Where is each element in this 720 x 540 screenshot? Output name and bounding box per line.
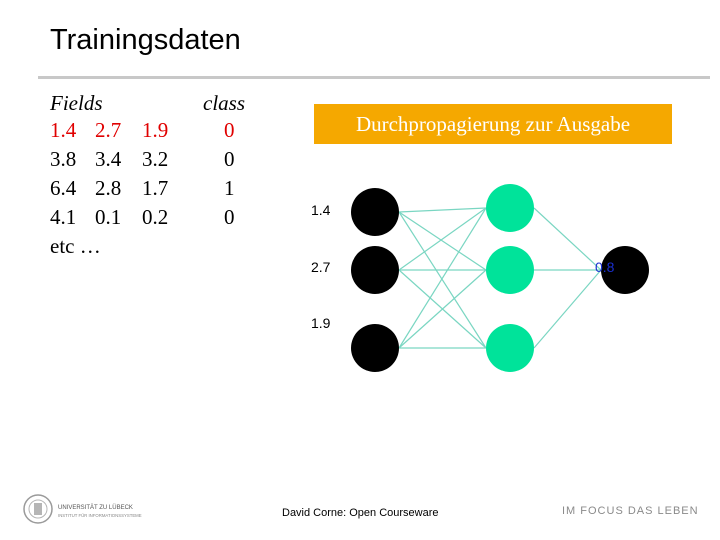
- input-node: [351, 246, 399, 294]
- row-cell-field2: 2.8: [95, 176, 122, 200]
- hidden-node: [486, 184, 534, 232]
- input-node: [351, 324, 399, 372]
- output-node: [601, 246, 649, 294]
- input-value-label: 1.4: [311, 202, 331, 218]
- network-nodes: [351, 184, 649, 372]
- slide-title: Trainingsdaten: [50, 24, 241, 56]
- row-cell-field2: 0.1: [95, 205, 122, 229]
- hidden-node: [486, 246, 534, 294]
- row-cell-field3: 1.9: [142, 118, 169, 142]
- network-edge: [398, 207, 487, 349]
- row-cell-field2: 3.4: [95, 147, 122, 171]
- row-cell-class: 1: [224, 176, 235, 200]
- network-edge: [533, 207, 602, 271]
- row-cell-class: 0: [224, 118, 235, 142]
- input-value-label: 1.9: [311, 315, 331, 331]
- class-header: class: [203, 91, 245, 115]
- table-etc: etc …: [50, 234, 101, 258]
- network-edge: [533, 269, 602, 349]
- network-edge: [398, 207, 487, 271]
- hidden-node: [486, 324, 534, 372]
- network-edge: [398, 207, 487, 213]
- row-cell-field3: 3.2: [142, 147, 169, 171]
- row-cell-field1: 3.8: [50, 147, 77, 171]
- output-value-label: 0.8: [595, 259, 615, 275]
- row-cell-class: 0: [224, 205, 235, 229]
- row-cell-class: 0: [224, 147, 235, 171]
- row-cell-field3: 1.7: [142, 176, 169, 200]
- input-node: [351, 188, 399, 236]
- network-edge: [398, 269, 487, 349]
- input-value-label: 2.7: [311, 259, 331, 275]
- footer-credit: David Corne: Open Courseware: [282, 507, 439, 519]
- row-cell-field3: 0.2: [142, 205, 169, 229]
- propagation-callout: Durchpropagierung zur Ausgabe: [314, 104, 672, 144]
- network-edge: [398, 211, 487, 271]
- row-cell-field1: 6.4: [50, 176, 77, 200]
- university-logo: UNIVERSITÄT ZU LÜBECK INSTITUT FÜR INFOR…: [23, 494, 142, 524]
- svg-text:INSTITUT FÜR INFORMATIONSSYSTE: INSTITUT FÜR INFORMATIONSSYSTEME: [58, 513, 142, 518]
- network-edge: [398, 211, 487, 349]
- title-divider: [38, 76, 710, 79]
- network-edges: [398, 207, 602, 349]
- row-cell-field1: 4.1: [50, 205, 77, 229]
- svg-text:UNIVERSITÄT ZU LÜBECK: UNIVERSITÄT ZU LÜBECK: [58, 504, 133, 511]
- fields-header: Fields: [50, 91, 103, 115]
- row-cell-field1: 1.4: [50, 118, 77, 142]
- footer-tagline: IM FOCUS DAS LEBEN: [562, 505, 699, 517]
- row-cell-field2: 2.7: [95, 118, 122, 142]
